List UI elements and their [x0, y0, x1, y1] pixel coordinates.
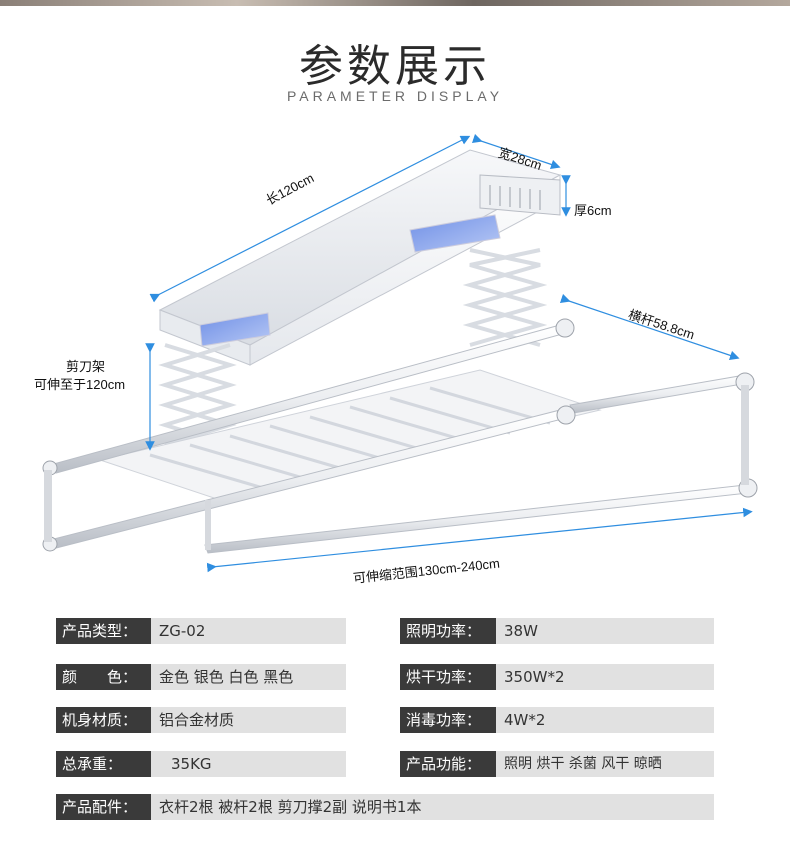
- spec-row-material: 机身材质： 铝合金材质: [56, 707, 346, 733]
- spec-row-load: 总承重： 35KG: [56, 751, 346, 777]
- spec-value: 35KG: [151, 751, 346, 777]
- spec-value: 衣杆2根 被杆2根 剪刀撑2副 说明书1本: [151, 794, 714, 820]
- spec-row-lighting-power: 照明功率： 38W: [400, 618, 714, 644]
- thickness-dimension-label: 厚6cm: [574, 203, 612, 218]
- spec-row-functions: 产品功能： 照明 烘干 杀菌 风干 晾晒: [400, 751, 714, 777]
- spec-label: 消毒功率：: [400, 707, 496, 733]
- spec-value: ZG-02: [151, 618, 346, 644]
- spec-row-color: 颜 色： 金色 银色 白色 黑色: [56, 664, 346, 690]
- spec-value: 4W*2: [496, 707, 714, 733]
- page-subtitle: PARAMETER DISPLAY: [286, 88, 504, 104]
- scissor-label-line2: 可伸至于120cm: [34, 377, 126, 392]
- spec-value: 照明 烘干 杀菌 风干 晾晒: [496, 751, 714, 777]
- spec-label: 产品类型：: [56, 618, 151, 644]
- spec-row-drying-power: 烘干功率： 350W*2: [400, 664, 714, 690]
- page-title: 参数展示: [299, 41, 491, 92]
- spec-label: 产品配件：: [56, 794, 151, 820]
- spec-value: 38W: [496, 618, 714, 644]
- spec-label: 产品功能：: [400, 751, 496, 777]
- scissor-label-line1: 剪刀架: [66, 359, 106, 374]
- spec-label: 机身材质：: [56, 707, 151, 733]
- spec-label: 烘干功率：: [400, 664, 496, 690]
- spec-value: 350W*2: [496, 664, 714, 690]
- top-decorative-strip: [0, 0, 790, 6]
- spec-value: 金色 银色 白色 黑色: [151, 664, 346, 690]
- spec-label: 照明功率：: [400, 618, 496, 644]
- spec-row-product-type: 产品类型： ZG-02: [56, 618, 346, 644]
- drying-rack-illustration: [42, 133, 758, 573]
- spec-value: 铝合金材质: [151, 707, 346, 733]
- spec-label: 颜 色：: [56, 664, 151, 690]
- spec-row-disinfect-power: 消毒功率： 4W*2: [400, 707, 714, 733]
- product-diagram: 长120cm 宽28cm 厚6cm 横杆58.8cm 剪刀架 可伸至于120cm…: [0, 120, 790, 600]
- spec-label: 总承重：: [56, 751, 151, 777]
- spec-row-accessories: 产品配件： 衣杆2根 被杆2根 剪刀撑2副 说明书1本: [56, 794, 714, 820]
